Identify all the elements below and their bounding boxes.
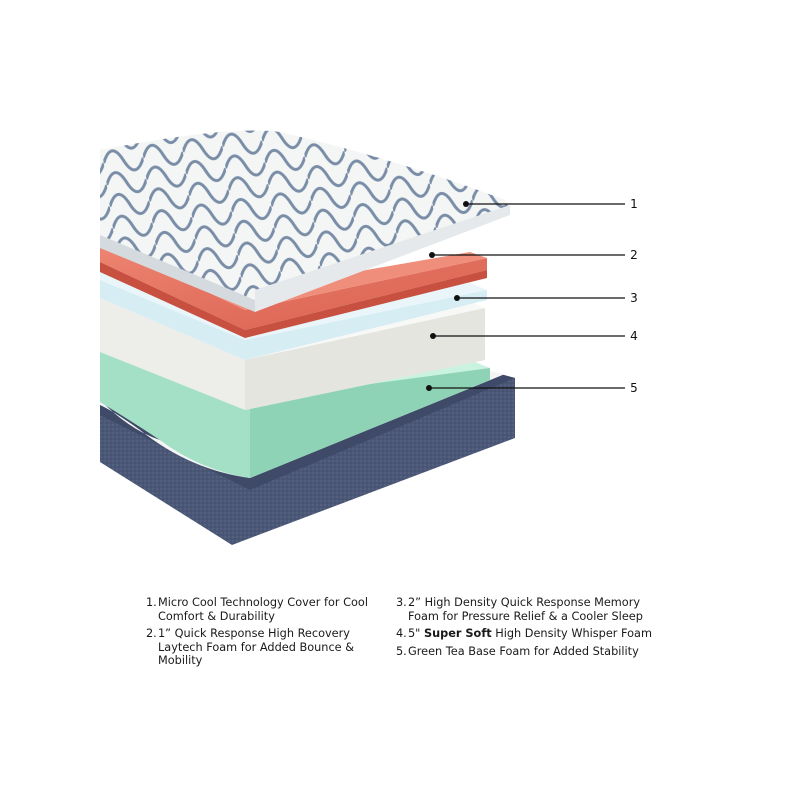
feature-list-right: 3. 2” High Density Quick Response Memory… bbox=[396, 596, 658, 662]
callout-1: 1 bbox=[630, 197, 638, 211]
feature-number: 5. bbox=[396, 644, 407, 658]
feature-number: 2. bbox=[146, 627, 157, 640]
feature-text: 1” Quick Response High Recovery Laytech … bbox=[158, 627, 355, 667]
feature-text: 5" Super Soft High Density Whisper Foam bbox=[408, 627, 658, 641]
feature-number: 1. bbox=[146, 596, 157, 609]
feature-item-2: 2. 1” Quick Response High Recovery Layte… bbox=[146, 627, 386, 668]
feature-item-5: 5. Green Tea Base Foam for Added Stabili… bbox=[396, 645, 658, 659]
feature-text-bold: Super Soft bbox=[423, 627, 492, 640]
feature-item-1: 1. Micro Cool Technology Cover for Cool … bbox=[146, 596, 386, 623]
feature-item-3: 3. 2” High Density Quick Response Memory… bbox=[396, 596, 658, 623]
callout-5: 5 bbox=[630, 381, 638, 395]
feature-item-4: 4. 5" Super Soft High Density Whisper Fo… bbox=[396, 627, 658, 641]
feature-number: 4. bbox=[396, 627, 407, 640]
feature-text: Green Tea Base Foam for Added Stability bbox=[408, 644, 639, 658]
feature-text-post: High Density Whisper Foam bbox=[491, 627, 652, 640]
feature-text: Micro Cool Technology Cover for Cool Com… bbox=[158, 596, 368, 623]
callout-3: 3 bbox=[630, 291, 638, 305]
layer-1-cover bbox=[100, 130, 510, 312]
feature-text-pre: 5" bbox=[408, 627, 424, 640]
callout-2: 2 bbox=[630, 248, 638, 262]
feature-text: 2” High Density Quick Response Memory Fo… bbox=[408, 596, 643, 623]
callout-dots bbox=[426, 201, 469, 391]
feature-number: 3. bbox=[396, 596, 407, 609]
callout-lines bbox=[429, 203, 625, 389]
mattress-illustration bbox=[100, 130, 625, 545]
callout-4: 4 bbox=[630, 329, 638, 343]
feature-list-left: 1. Micro Cool Technology Cover for Cool … bbox=[146, 596, 386, 672]
